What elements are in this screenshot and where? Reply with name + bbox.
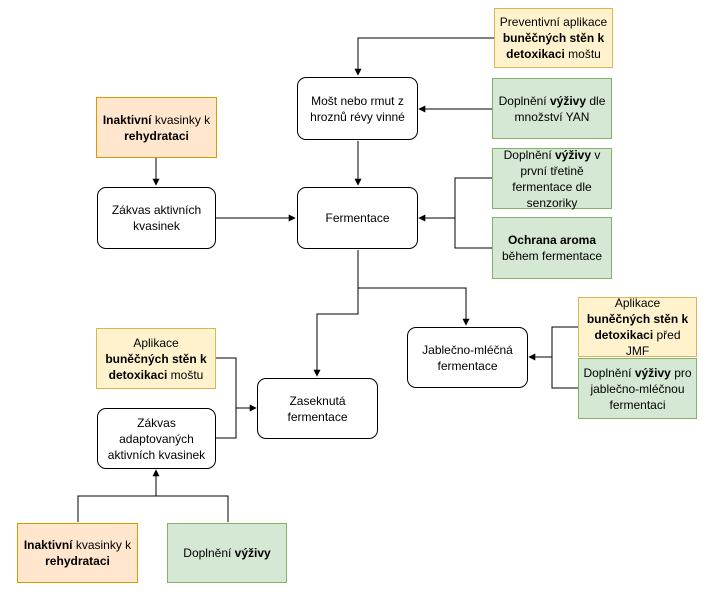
text-run: Inaktivní (102, 112, 152, 127)
text-run: buněčných stěn k detoxikaci (502, 31, 605, 61)
text-run: Doplnění (503, 147, 555, 162)
text-run: výživy (634, 365, 671, 380)
nutrition-mlf-note: Doplnění výživy pro jablečno-mléčnou fer… (578, 358, 697, 419)
walls-before-mlf-note: Aplikace buněčných stěn k detoxikaci pře… (578, 296, 697, 358)
text-run: v první třetině fermentace dle senzoriky (512, 147, 601, 210)
text-run: Aplikace (614, 296, 661, 310)
text-run: buněčných stěn k detoxikaci (105, 351, 207, 382)
arrow-mlf-additions-to-mlf (529, 326, 578, 389)
inactive-yeast-bottom-note: Inaktivní kvasinky k rehydrataci (17, 523, 138, 583)
text-run: Doplnění (498, 93, 550, 108)
nutrition-yan-note: Doplnění výživy dle množství YAN (492, 78, 612, 139)
starter-node: Zákvas aktivních kvasinek (97, 187, 216, 249)
text-run: Aplikace (133, 335, 179, 350)
text-run: moštu (564, 47, 601, 61)
preventive-walls-note: Preventivní aplikace buněčných stěn k de… (494, 8, 613, 68)
nutrition-bottom-note: Doplnění výživy (167, 523, 287, 583)
mlf-node: Jablečno-mléčná fermentace (407, 327, 528, 388)
arrow-preventive-to-must (354, 37, 494, 76)
text-run: Ochrana aroma (507, 233, 597, 247)
text-run: výživy (234, 546, 271, 560)
nutrition-first-third-note: Doplnění výživy v první třetině fermenta… (492, 147, 612, 210)
text-run: před JMF (625, 328, 681, 358)
text-run: Inaktivní (23, 538, 73, 552)
must-node: Mošt nebo rmut z hroznů révy vinné (297, 77, 418, 140)
text-run: dle množství YAN (514, 93, 606, 124)
text-run: rehydrataci (124, 128, 189, 143)
arrow-fermentation-to-stuck (313, 250, 359, 377)
text-run: moštu (167, 367, 204, 382)
text-run: Preventivní aplikace (499, 15, 608, 29)
arrow-additions-to-fermentation (419, 177, 492, 249)
text-run: Doplnění (183, 546, 235, 560)
text-run: výživy (549, 93, 587, 108)
adapted-starter-node: Zákvas adaptovaných aktivních kvasinek (97, 408, 216, 469)
walls-must-note: Aplikace buněčných stěn k detoxikaci moš… (96, 328, 216, 389)
fermentation-node: Fermentace (297, 187, 418, 249)
text-run: rehydrataci (45, 554, 110, 568)
text-run: buněčných stěn k detoxikaci (586, 312, 689, 342)
text-run: pro jablečno-mléčnou fermentaci (590, 365, 692, 412)
text-run: výživy (555, 147, 592, 162)
arrow-bottom-to-adapted (77, 470, 229, 522)
text-run: během fermentace (501, 249, 603, 263)
aroma-protection-note: Ochrana aroma během fermentace (492, 217, 612, 279)
stuck-fermentation-node: Zaseknutá fermentace (257, 378, 378, 439)
arrow-fermentation-to-mlf (358, 287, 470, 326)
text-run: kvasinky k (151, 112, 211, 127)
inactive-yeast-top-note: Inaktivní kvasinky k rehydrataci (96, 97, 217, 158)
arrow-walls-adapted-to-stuck (216, 357, 256, 439)
text-run: Doplnění (583, 365, 635, 380)
text-run: kvasinky k (72, 538, 132, 552)
